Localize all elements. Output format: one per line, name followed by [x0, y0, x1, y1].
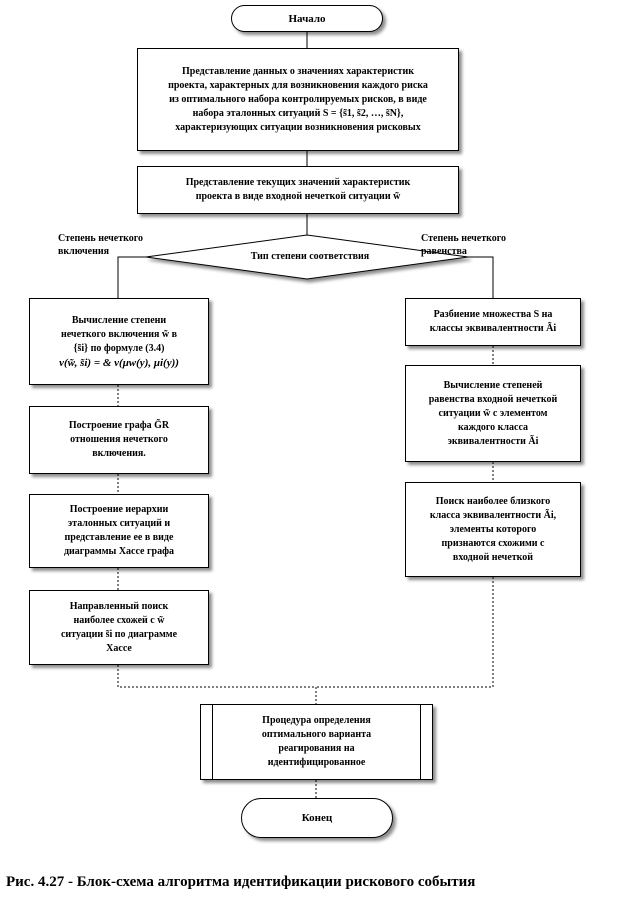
branch-label-inclusion-line-2: включения — [58, 246, 110, 257]
left4-line-3: ситуации s̃i по диаграмме — [60, 628, 178, 640]
step-compute-equality-degrees: Вычисление степеней равенства входной не… — [405, 365, 581, 462]
left2-line-3: включения. — [92, 448, 146, 459]
branch-label-inclusion: Степень нечеткого включения — [58, 232, 143, 258]
right1-line-1: Разбиение множества S на — [433, 309, 553, 320]
step1-line-5: характеризующих ситуации возникновения р… — [175, 121, 421, 133]
right3-line-3: элементы которого — [449, 523, 537, 535]
right2-line-3: ситуации w̃ с элементом — [438, 407, 548, 419]
connector-decision-right — [468, 256, 494, 298]
right3-line-4: признаются схожими с — [441, 537, 545, 549]
step-represent-input-situation: Представление текущих значений характери… — [137, 166, 459, 214]
step1-line-4: набора эталонных ситуаций S = {s̃1, s̃2,… — [192, 107, 404, 119]
left2-line-1: Построение графа G̃R — [68, 420, 170, 431]
procedure-line-4: идентифицированное — [267, 757, 366, 768]
procedure-line-3: реагирования на — [278, 743, 355, 754]
step-partition-equivalence-classes: Разбиение множества S на классы эквивале… — [405, 298, 581, 346]
procedure-left-bar — [200, 704, 213, 780]
procedure-line-1: Процедура определения — [262, 715, 371, 726]
step1-line-1: Представление данных о значениях характе… — [182, 65, 414, 77]
left4-line-4: Хассе — [106, 642, 132, 654]
connector-decision-left — [117, 256, 146, 298]
step-search-closest-class: Поиск наиболее близкого класса эквивален… — [405, 482, 581, 577]
step2-line-1: Представление текущих значений характери… — [185, 177, 411, 188]
step1-line-3: из оптимального набора контролируемых ри… — [169, 93, 427, 105]
left3-line-1: Построение иерархии — [69, 504, 169, 515]
step2-line-2: проекта в виде входной нечеткой ситуации… — [195, 191, 401, 202]
connector-left4-merge — [117, 665, 316, 688]
figure-caption: Рис. 4.27 - Блок-схема алгоритма идентиф… — [6, 874, 476, 890]
left2-line-2: отношения нечеткого — [70, 434, 168, 445]
end-terminal: Конец — [241, 798, 393, 838]
branch-label-equality: Степень нечеткого равенства — [421, 232, 506, 258]
start-label: Начало — [288, 12, 326, 25]
right2-line-1: Вычисление степеней — [443, 379, 543, 391]
left4-line-1: Направленный поиск — [69, 600, 169, 612]
right3-line-5: входной нечеткой — [452, 551, 534, 563]
procedure-line-2: оптимального варианта — [261, 729, 372, 740]
left3-line-3: представление ее в виде — [64, 532, 174, 543]
step-compute-inclusion-degree: Вычисление степени нечеткого включения w… — [29, 298, 209, 385]
left3-line-4: диаграммы Хассе графа — [63, 546, 175, 557]
step-directed-search: Направленный поиск наиболее схожей с w̃ … — [29, 590, 209, 665]
inclusion-formula: ν(w̃, s̃i) = & ν(μw(y), μi(y)) — [59, 356, 179, 369]
branch-label-inclusion-line-1: Степень нечеткого — [58, 233, 144, 244]
right3-line-1: Поиск наиболее близкого — [435, 495, 551, 507]
procedure-right-bar — [420, 704, 433, 780]
branch-label-equality-line-1: Степень нечеткого — [421, 233, 507, 244]
procedure-optimal-response: Процедура определения оптимального вариа… — [200, 704, 433, 780]
decision-diamond — [145, 234, 469, 280]
end-label: Конец — [301, 812, 333, 824]
left3-line-2: эталонных ситуаций и — [67, 518, 171, 529]
step1-line-2: проекта, характерных для возникновения к… — [168, 79, 428, 91]
left1-line-3: {s̃i} по формуле (3.4) — [73, 342, 165, 354]
step-represent-reference-situations: Представление данных о значениях характе… — [137, 48, 459, 151]
left4-line-2: наиболее схожей с w̃ — [73, 614, 165, 626]
right2-line-5: эквивалентности Ãi — [447, 435, 539, 447]
branch-label-equality-line-2: равенства — [421, 246, 467, 257]
right3-line-2: класса эквивалентности Ãi, — [429, 509, 557, 521]
left1-line-2: нечеткого включения w̃ в — [60, 328, 178, 340]
left1-line-1: Вычисление степени — [71, 314, 167, 326]
step-build-inclusion-graph: Построение графа G̃R отношения нечеткого… — [29, 406, 209, 474]
step-build-hierarchy: Построение иерархии эталонных ситуаций и… — [29, 494, 209, 568]
right2-line-2: равенства входной нечеткой — [428, 393, 558, 405]
connector-right3-merge — [316, 577, 494, 688]
start-terminal: Начало — [231, 5, 383, 32]
decision-text: Тип степени соответствия — [250, 251, 370, 262]
right1-line-2: классы эквивалентности Ãi — [429, 323, 557, 334]
right2-line-4: каждого класса — [457, 421, 529, 433]
